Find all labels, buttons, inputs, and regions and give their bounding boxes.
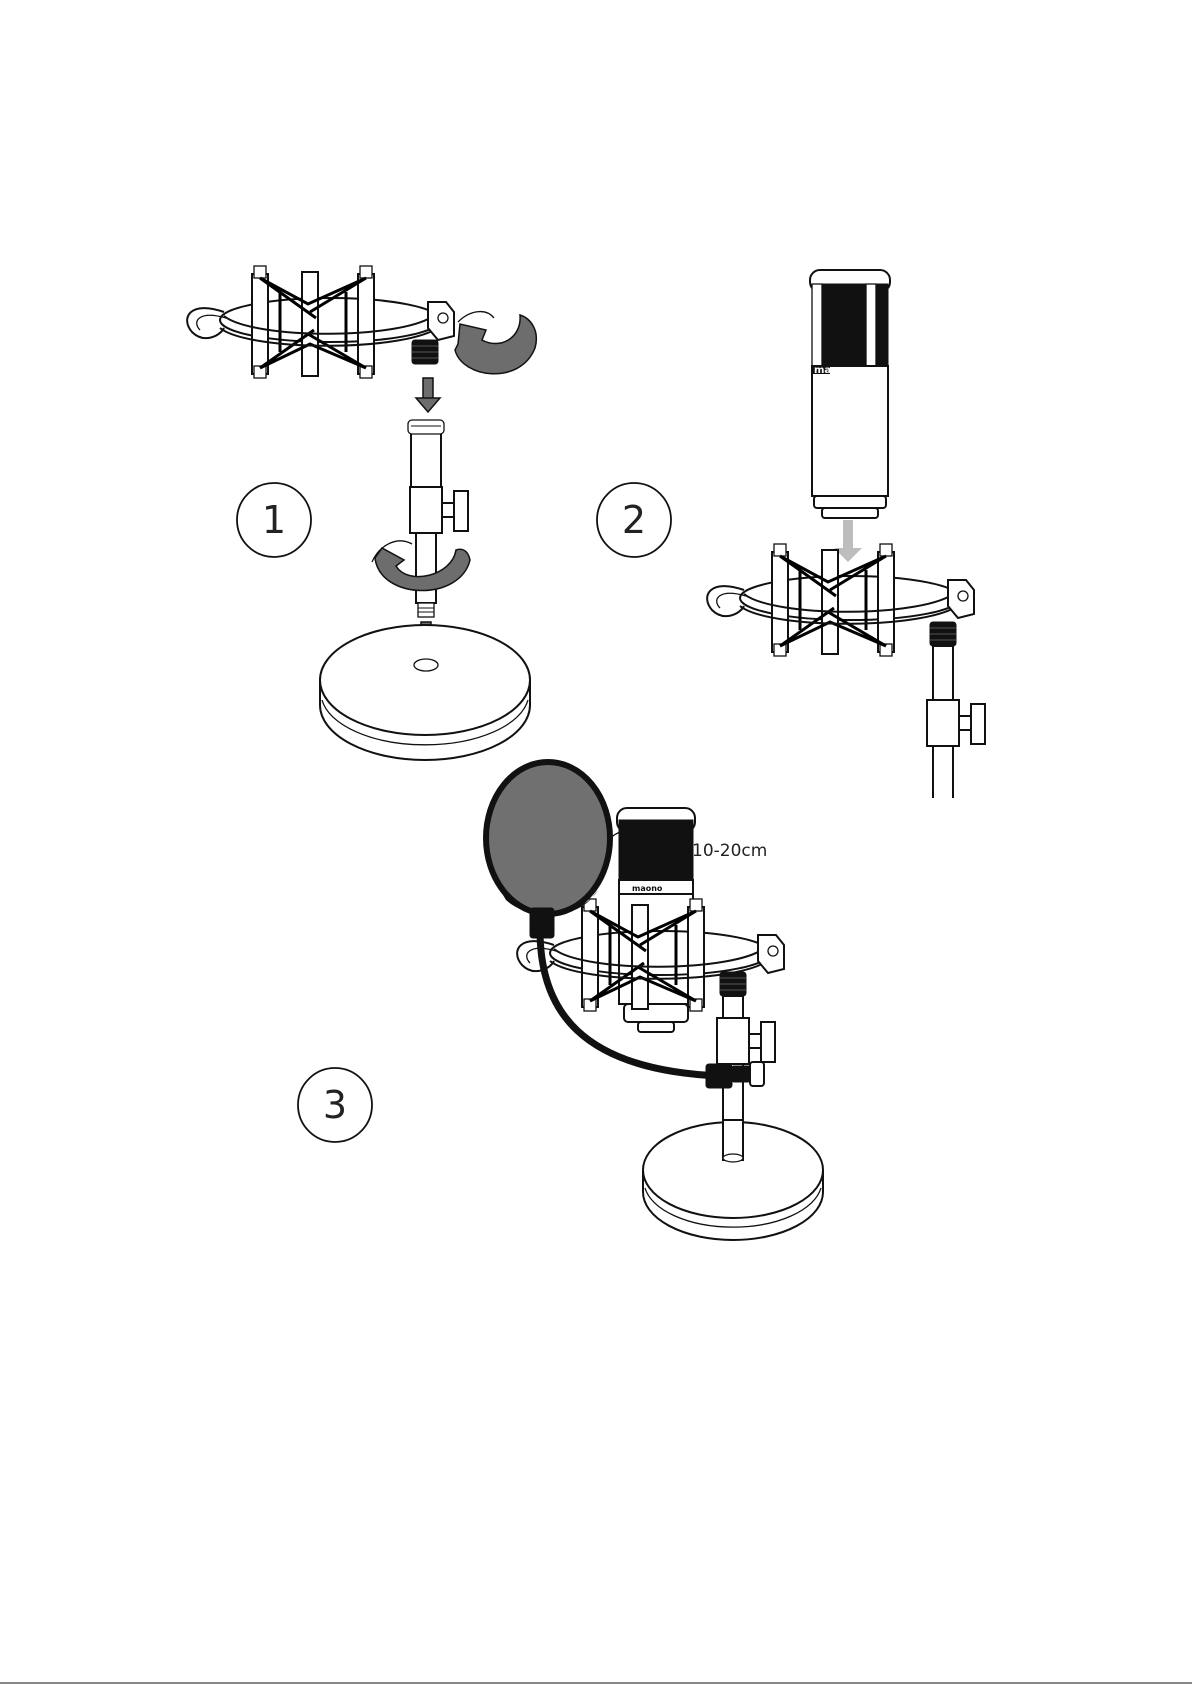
step-3-illustration: maono 10-20cm xyxy=(486,762,823,1240)
step-badge-1: 1 xyxy=(237,483,311,557)
step-number: 3 xyxy=(323,1083,347,1127)
round-base xyxy=(643,1120,823,1240)
height-clamp xyxy=(927,700,985,746)
microphone: maono xyxy=(810,270,890,518)
rotate-arrow-icon xyxy=(455,315,536,374)
pop-filter xyxy=(486,762,640,938)
brand-label: maono xyxy=(632,884,663,893)
step-2-illustration: maono xyxy=(707,270,985,798)
step-number: 1 xyxy=(262,498,286,542)
down-arrow-icon xyxy=(416,378,440,412)
step-badge-2: 2 xyxy=(597,483,671,557)
thread-coupler xyxy=(930,622,956,646)
round-base xyxy=(320,625,530,760)
distance-label: 10-20cm xyxy=(692,841,767,861)
thread-coupler xyxy=(720,972,746,996)
height-clamp xyxy=(410,487,468,533)
thread-coupler xyxy=(412,340,438,364)
height-clamp xyxy=(717,1018,775,1064)
brand-label: maono xyxy=(814,365,852,376)
step-number: 2 xyxy=(622,498,646,542)
step-badge-3: 3 xyxy=(298,1068,372,1142)
